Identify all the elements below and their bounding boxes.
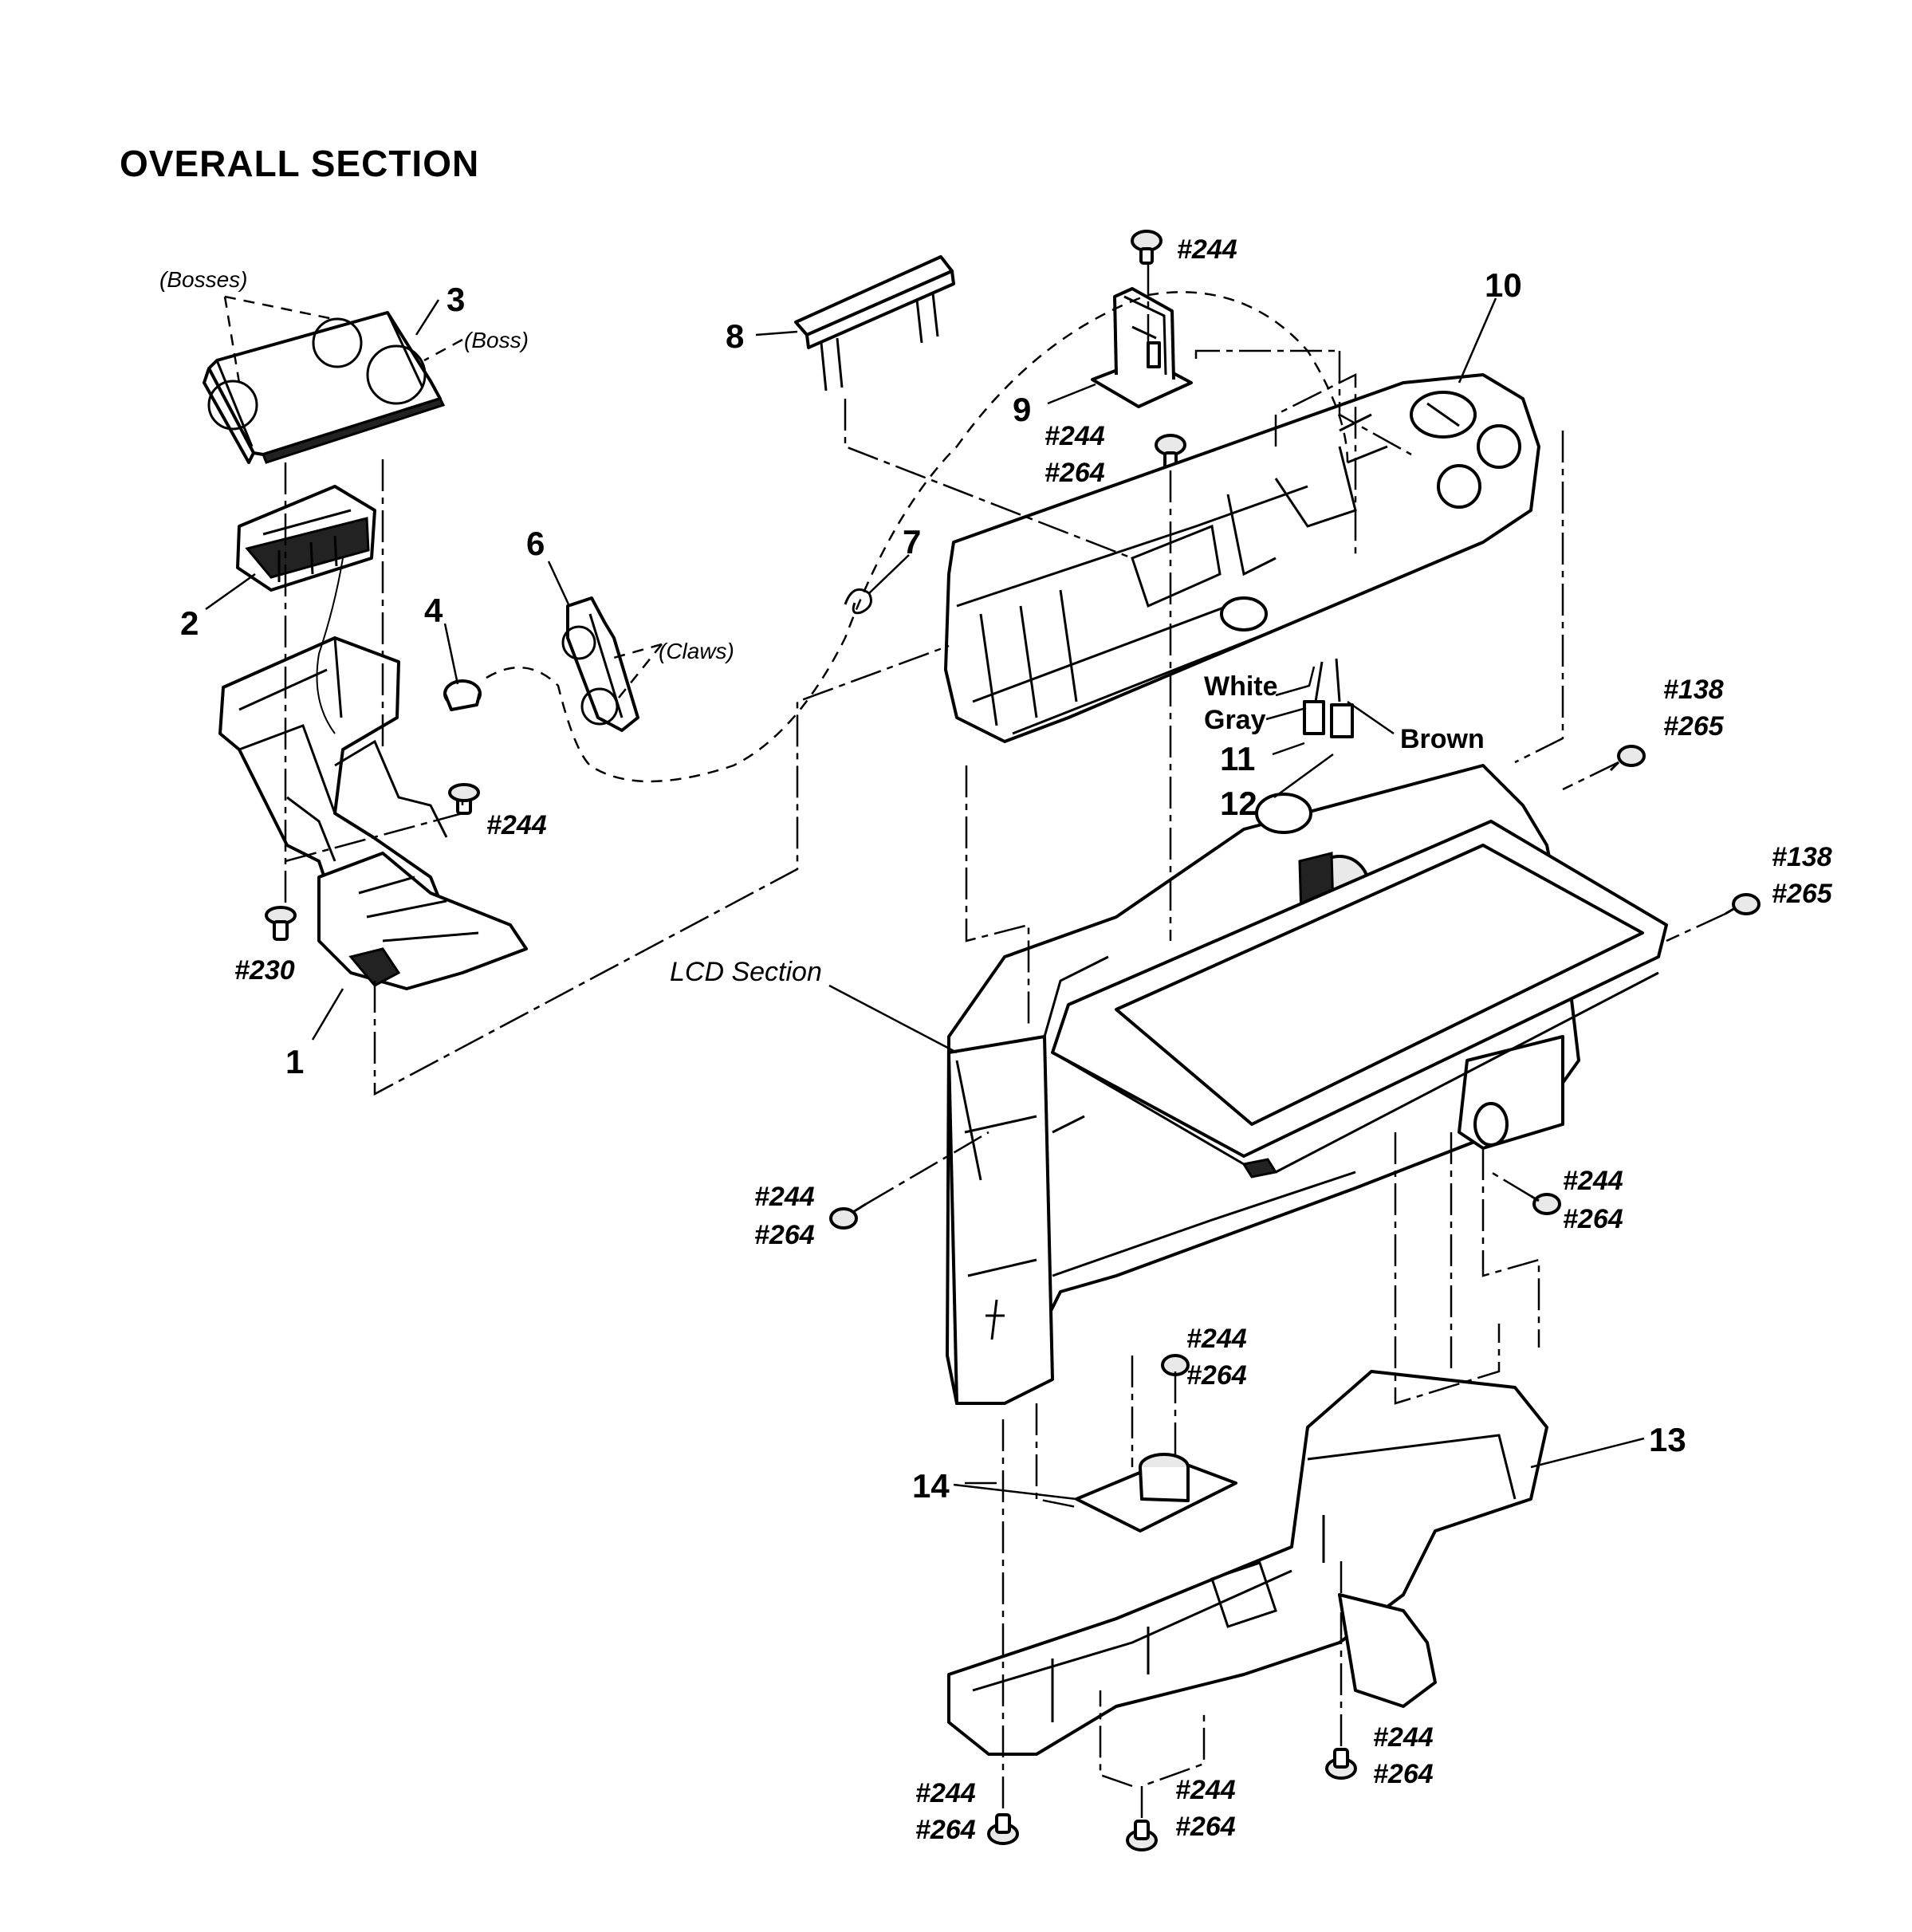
callout-1: 1 xyxy=(285,1043,304,1080)
part-7-spring xyxy=(844,588,872,615)
part-9-bracket xyxy=(1091,287,1193,408)
code-230: #230 xyxy=(234,955,295,986)
lcd-panel xyxy=(1051,820,1668,1178)
guide-lines xyxy=(284,263,1726,1818)
code-244-left: #244 xyxy=(486,810,547,840)
part-13-bottom-cover xyxy=(947,1370,1548,1756)
code-265-b: #265 xyxy=(1772,879,1833,909)
part-12-connector xyxy=(1330,703,1354,738)
code-264-part9: #264 xyxy=(1045,458,1105,488)
code-264-right-body: #264 xyxy=(1563,1204,1623,1234)
screw-244-264-left-body xyxy=(829,1202,867,1230)
part-11-connector xyxy=(1303,700,1325,735)
part-8-clip xyxy=(794,255,955,392)
code-244-right-body: #244 xyxy=(1563,1166,1623,1196)
part-14-plate xyxy=(1075,1453,1237,1533)
callout-6: 6 xyxy=(526,525,545,562)
screw-244-264-bottom-left xyxy=(987,1813,1019,1845)
code-244-top: #244 xyxy=(1177,234,1237,265)
part-4-spacer xyxy=(443,679,482,711)
screw-244-left xyxy=(448,783,480,815)
code-244-center-body: #244 xyxy=(1186,1324,1247,1354)
screw-244-264-bottom-right xyxy=(1325,1748,1357,1780)
callout-13: 13 xyxy=(1649,1421,1686,1458)
screw-244-264-bottom-mid xyxy=(1126,1820,1158,1851)
callout-14: 14 xyxy=(912,1467,950,1505)
screw-138-265-a xyxy=(1609,745,1646,772)
bosses-leader xyxy=(223,295,463,384)
claws-note: (Claws) xyxy=(659,639,734,663)
callout-12: 12 xyxy=(1220,785,1257,822)
part-10-top-cover xyxy=(944,373,1540,743)
screw-244-top xyxy=(1131,230,1163,265)
screw-230 xyxy=(265,906,297,941)
callout-3: 3 xyxy=(447,281,465,318)
code-264-center-body: #264 xyxy=(1186,1360,1247,1391)
wire-left xyxy=(316,557,344,734)
code-138-a: #138 xyxy=(1663,675,1724,705)
callout-leaders xyxy=(205,297,1645,1501)
code-244-part9: #244 xyxy=(1045,421,1105,451)
part-6-claws-bracket xyxy=(561,596,639,732)
code-264-bottom-mid: #264 xyxy=(1175,1812,1236,1842)
wire-bundle xyxy=(1314,658,1341,702)
screw-244-264-right-body xyxy=(1530,1193,1561,1215)
page-title: OVERALL SECTION xyxy=(120,143,480,184)
callout-8: 8 xyxy=(726,317,744,355)
code-244-left-body: #244 xyxy=(754,1182,815,1212)
code-265-a: #265 xyxy=(1663,711,1725,742)
callout-9: 9 xyxy=(1013,391,1031,428)
part-3-cover xyxy=(203,311,446,464)
bosses-note: (Bosses) xyxy=(159,267,247,292)
callout-2: 2 xyxy=(180,604,199,642)
code-244-bottom-mid: #244 xyxy=(1175,1775,1236,1805)
wire-label-white: White xyxy=(1204,671,1278,702)
part-2-module xyxy=(236,485,376,592)
callout-10: 10 xyxy=(1485,266,1522,304)
boss-note: (Boss) xyxy=(464,328,529,352)
callout-4: 4 xyxy=(424,592,443,629)
callout-7: 7 xyxy=(903,523,921,561)
callout-11: 11 xyxy=(1220,740,1255,777)
claws-leader xyxy=(610,643,663,702)
wire-label-gray: Gray xyxy=(1204,705,1266,735)
code-244-bottom-left: #244 xyxy=(915,1778,976,1808)
code-138-b: #138 xyxy=(1772,842,1832,872)
screw-138-265-b xyxy=(1725,893,1761,915)
wire-label-brown: Brown xyxy=(1400,724,1485,754)
code-264-left-body: #264 xyxy=(754,1220,815,1250)
lcd-section-label: LCD Section xyxy=(670,957,822,987)
code-264-bottom-left: #264 xyxy=(915,1815,976,1845)
code-244-bottom-right: #244 xyxy=(1373,1722,1434,1753)
code-264-bottom-right: #264 xyxy=(1373,1759,1434,1789)
part-1-bracket xyxy=(218,636,528,990)
